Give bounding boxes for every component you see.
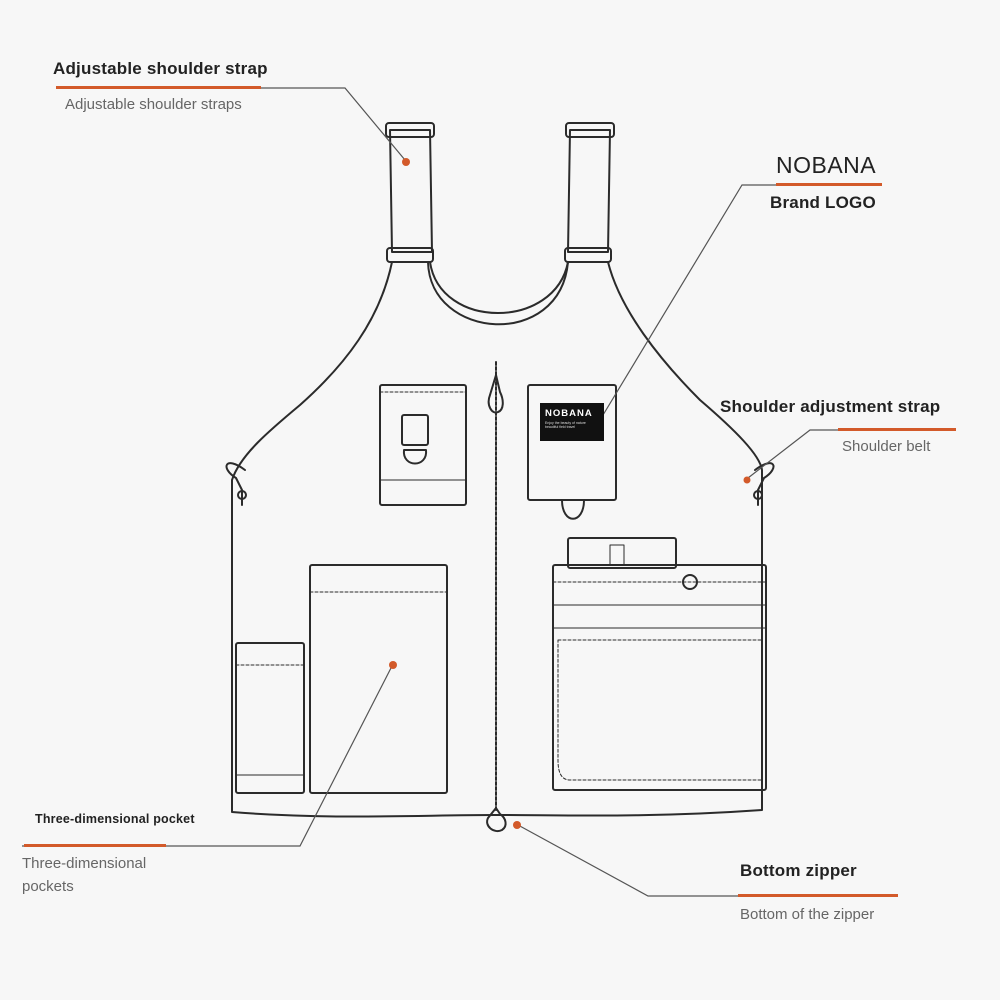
zipper-accent-bar [738,894,898,897]
strap-title: Adjustable shoulder strap [53,59,268,78]
zipper-pull-top [487,374,504,414]
snap-button [682,574,698,590]
marker-strap [402,158,410,166]
right-strap-adjuster [564,247,612,263]
brand-name: NOBANA [776,152,877,178]
zipper-title: Bottom zipper [740,861,857,880]
marker-zipper [513,821,521,829]
right-cord-stopper [753,490,763,500]
brand-title: Brand LOGO [770,193,876,212]
pocket-title: Three-dimensional pocket [35,812,195,826]
pocket-subtitle-line1: Three-dimensional [22,855,147,872]
brand-accent-bar [776,183,882,186]
left-large-pocket [309,564,448,794]
left-shoulder-strap [389,129,433,253]
d-ring-tab [401,414,429,446]
d-ring [402,449,428,465]
left-chest-pocket [379,384,467,506]
shoulder-adjust-subtitle: Shoulder belt [842,438,931,455]
left-strap-adjuster [386,247,434,263]
shoulder-adjust-accent-bar [838,428,956,431]
leader-brand [599,184,880,421]
right-side-cord [754,462,775,506]
neckline [429,261,569,314]
logo-patch-name: NOBANA [545,408,593,419]
right-pocket-lower [557,639,763,781]
brand-logo-patch: NOBANA Enjoy the beauty of nature beauti… [540,403,604,441]
left-cord-stopper [237,490,247,500]
right-d-ring [561,499,585,520]
pocket-subtitle-line2: pockets [22,878,74,895]
right-pocket-tab [567,537,677,569]
strap-subtitle: Adjustable shoulder straps [65,96,242,113]
marker-pocket [389,661,397,669]
left-phone-pocket [235,642,305,794]
left-strap-top-buckle [385,122,435,138]
left-side-cord [225,462,246,506]
strap-accent-bar [56,86,261,89]
right-large-pocket [552,564,767,791]
pocket-accent-bar [24,844,166,847]
logo-patch-tagline: Enjoy the beauty of nature beautiful fie… [545,421,586,430]
shoulder-adjust-title: Shoulder adjustment strap [720,397,941,416]
right-strap-top-buckle [565,122,615,138]
right-shoulder-strap [567,129,611,253]
marker-shoulder-adjust [743,476,751,484]
zipper-pull-bottom [486,807,507,832]
zipper-subtitle: Bottom of the zipper [740,906,875,923]
